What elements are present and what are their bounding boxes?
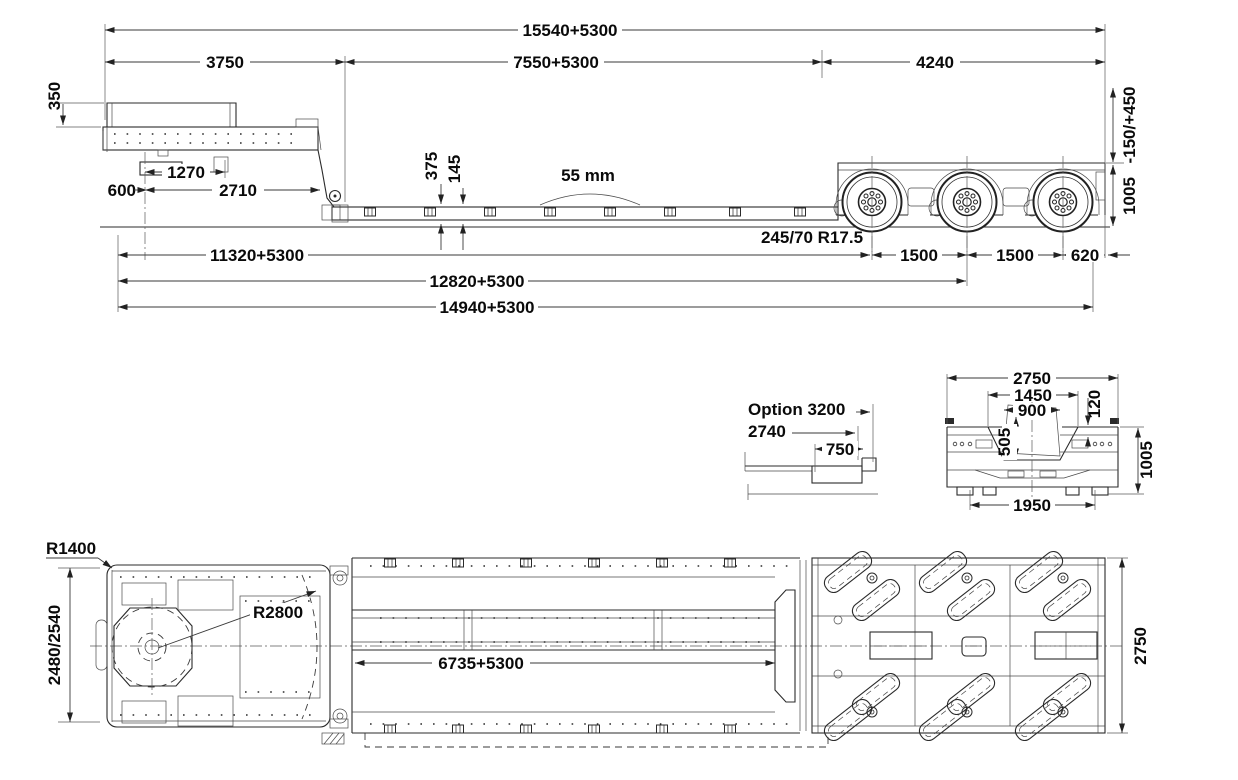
plan-dimensions: 2480/2540 R1400 R2800 6735+5300 2750 — [45, 539, 1150, 734]
camber-arc — [539, 193, 641, 206]
dim-overall-width-label: 2750 — [1013, 369, 1051, 388]
dim-gooseneck-height-label: 350 — [45, 82, 64, 110]
dim-kingpin-axle1-label: 11320+5300 — [210, 246, 304, 265]
tyre-size-label: 245/70 R17.5 — [761, 228, 863, 247]
side-dimensions: 15540+5300 3750 7550+5300 4240 350 600 1… — [45, 21, 1139, 317]
dim-axle-spacing2-label: 1500 — [996, 246, 1034, 265]
gooseneck-side — [102, 102, 348, 221]
swing-arc — [301, 574, 318, 720]
dim-well-top-width-label: 1450 — [1014, 386, 1052, 405]
camber-label: 55 mm — [561, 166, 615, 185]
plan-view: 2480/2540 R1400 R2800 6735+5300 2750 — [45, 539, 1150, 748]
option-length-label: Option 3200 — [748, 400, 845, 419]
dim-145-label: 145 — [445, 155, 464, 183]
dim-overall-length-label: 15540+5300 — [522, 21, 617, 40]
dim-rear-height-label: 1005 — [1137, 441, 1156, 479]
swing-radius-label: R2800 — [253, 603, 303, 622]
widening-option-outline — [364, 733, 829, 748]
dim-deck-length-label: 7550+5300 — [513, 53, 599, 72]
kingpin-plate — [113, 607, 193, 687]
dim-well-bottom-width-label: 900 — [1018, 401, 1046, 420]
dim-ride-height-label: -150/+450 — [1120, 86, 1139, 163]
dim-front-width-label: 2480/2540 — [45, 605, 64, 685]
dim-deck-thickness-label: 120 — [1085, 390, 1104, 418]
dim-well-depth-label: 505 — [995, 428, 1014, 456]
base-length-label: 2740 — [748, 422, 786, 441]
side-elevation-view: 15540+5300 3750 7550+5300 4240 350 600 1… — [45, 21, 1139, 317]
dim-rear-overhang-label: 620 — [1071, 246, 1099, 265]
dim-deck-plan-length-label: 6735+5300 — [438, 654, 524, 673]
front-radius-label: R1400 — [46, 539, 96, 558]
dim-375-label: 375 — [422, 152, 441, 180]
dim-kingpin-deck-label: 2710 — [219, 181, 257, 200]
deck-plan — [351, 557, 807, 734]
dim-axle-spacing1-label: 1500 — [900, 246, 938, 265]
dim-bogie-width-label: 2750 — [1131, 627, 1150, 665]
option-side-view: Option 3200 2740 750 — [744, 400, 878, 500]
bogie-plan — [811, 547, 1106, 745]
dim-gooseneck-length-label: 3750 — [206, 53, 244, 72]
dim-kingpin-rear-label: 14940+5300 — [439, 298, 534, 317]
extension-length-label: 750 — [826, 440, 854, 459]
low-deck-side — [331, 193, 839, 223]
axle-bogie-side — [833, 156, 1106, 252]
rear-body — [945, 400, 1119, 500]
gooseneck-plan — [95, 564, 349, 745]
dim-platform-height-label: 1005 — [1120, 177, 1139, 215]
dim-kingpin-front-label: 600 — [108, 181, 136, 200]
rear-dimensions: 2750 1450 900 120 505 1005 1950 — [946, 369, 1156, 515]
dim-kingpin-axle2-label: 12820+5300 — [429, 272, 524, 291]
dim-support-width-label: 1950 — [1013, 496, 1051, 515]
dim-bogie-length-label: 4240 — [916, 53, 954, 72]
hatch-box — [321, 732, 345, 745]
dim-kingpin-offset-label: 1270 — [167, 163, 205, 182]
rear-section-view: 2750 1450 900 120 505 1005 1950 — [945, 369, 1156, 515]
